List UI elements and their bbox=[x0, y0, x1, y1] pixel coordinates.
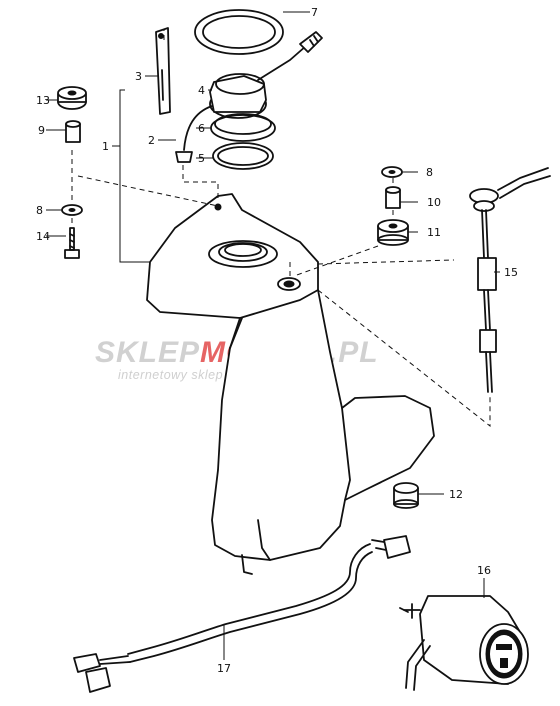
rubber-cap-12 bbox=[393, 482, 419, 509]
bolt-14 bbox=[64, 227, 80, 259]
grommet-13 bbox=[57, 86, 87, 110]
wiring-harness-17 bbox=[73, 535, 411, 693]
fuel-tank bbox=[146, 193, 435, 575]
washer-8-right bbox=[381, 166, 403, 178]
strap-3 bbox=[155, 27, 171, 115]
callout-1: 1 bbox=[102, 140, 109, 153]
callout-14: 14 bbox=[36, 230, 50, 243]
callout-8-left: 8 bbox=[36, 204, 43, 217]
gasket-ring-7 bbox=[194, 9, 284, 55]
fuel-gauge-16 bbox=[399, 595, 529, 691]
fuel-sender-15 bbox=[469, 167, 551, 393]
washer-8-left bbox=[61, 204, 83, 216]
callout-5: 5 bbox=[198, 152, 205, 165]
leader-lines bbox=[46, 11, 500, 660]
grommet-11 bbox=[377, 219, 409, 246]
callout-9: 9 bbox=[38, 124, 45, 137]
callout-6: 6 bbox=[198, 122, 205, 135]
callout-8-right: 8 bbox=[426, 166, 433, 179]
callout-2: 2 bbox=[148, 134, 155, 147]
callout-11: 11 bbox=[427, 226, 441, 239]
assembly-lines bbox=[71, 30, 491, 428]
callout-17: 17 bbox=[217, 662, 231, 675]
breather-hose-2 bbox=[175, 105, 213, 163]
callout-7: 7 bbox=[311, 6, 318, 19]
seal-5 bbox=[212, 142, 274, 170]
callout-10: 10 bbox=[427, 196, 441, 209]
collar-9 bbox=[65, 120, 81, 143]
callout-labels: 1 2 3 4 5 6 7 8 9 10 11 12 13 14 15 16 1… bbox=[36, 6, 518, 675]
fuel-cap-4 bbox=[209, 31, 323, 119]
callout-4: 4 bbox=[198, 84, 205, 97]
callout-15: 15 bbox=[504, 266, 518, 279]
collar-10 bbox=[385, 186, 401, 209]
callout-3: 3 bbox=[135, 70, 142, 83]
callout-12: 12 bbox=[449, 488, 463, 501]
callout-13: 13 bbox=[36, 94, 50, 107]
callout-16: 16 bbox=[477, 564, 491, 577]
